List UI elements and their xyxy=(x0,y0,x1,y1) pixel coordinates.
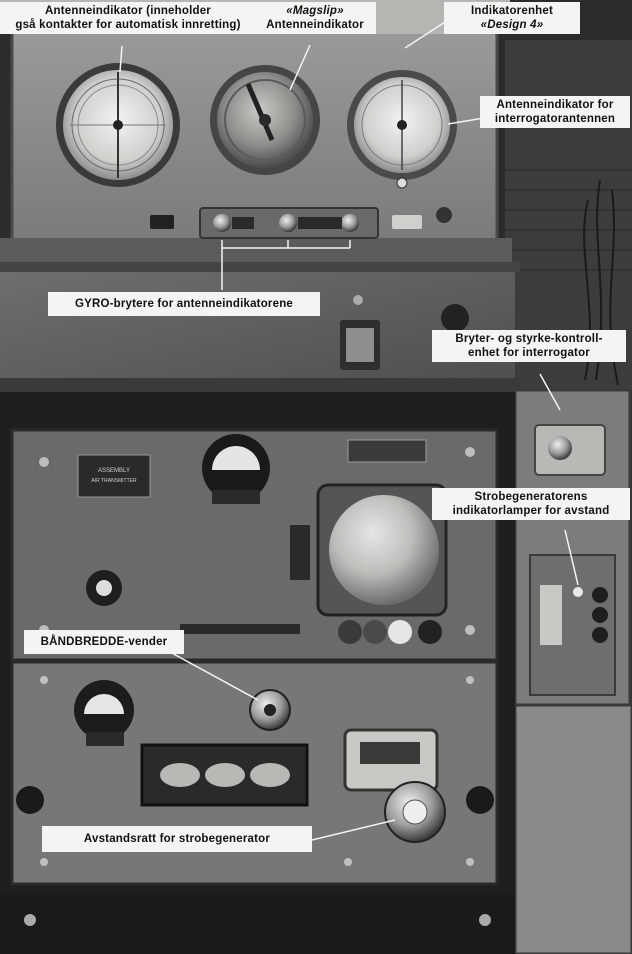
shelf-screw-2 xyxy=(441,304,469,332)
range-dial-window-inner xyxy=(360,742,420,764)
label-strobe-lamps: Strobegeneratorens indikatorlamper for a… xyxy=(432,488,630,520)
label-indicator-unit-line2: «Design 4» xyxy=(480,19,544,31)
tube-window-ovals xyxy=(160,763,290,787)
interrogator-antenna-dial xyxy=(347,70,457,189)
gyro-switch-3 xyxy=(341,214,359,232)
label-antenna-indicator: Antenneindikator (inneholder gså kontakt… xyxy=(0,2,256,34)
label-switch-control: Bryter- og styrke-kontroll- enhet for in… xyxy=(432,330,626,362)
nameplate-text-1: ASSEMBLY xyxy=(98,468,130,474)
label-interrogator-antenna-line2: interrogatorantennen xyxy=(494,113,616,125)
leader-lines xyxy=(119,21,579,841)
label-strobe-lamps-line2: indikatorlamper for avstand xyxy=(452,505,610,517)
range-crank xyxy=(466,786,494,814)
receiver-nameplate xyxy=(77,454,151,498)
label-gyro-switches-line1: GYRO-brytere for antenneindikatorene xyxy=(74,298,294,310)
receiver-slider xyxy=(180,624,300,634)
left-receiver-knob-center xyxy=(96,580,112,596)
receiver-nameplate-right xyxy=(347,439,427,463)
lower-right-cabinet xyxy=(513,703,632,954)
gyro-switch-2 xyxy=(279,214,297,232)
strobe-meter-base xyxy=(86,732,124,746)
label-bandwidth-line1: BÅNDBREDDE-vender xyxy=(40,636,168,648)
brick-pattern xyxy=(505,169,632,271)
receiver-meter-base xyxy=(212,490,260,504)
toggle-switch-plate xyxy=(290,525,310,580)
label-strobe-lamps-line1: Strobegeneratorens xyxy=(474,491,588,503)
label-gyro-switches: GYRO-brytere for antenneindikatorene xyxy=(48,292,320,316)
left-strobe-crank xyxy=(16,786,44,814)
label-bandwidth: BÅNDBREDDE-vender xyxy=(24,630,184,654)
nameplate-text-2: AIR TRANSMITTER xyxy=(91,478,137,484)
strobe-panel-lamp xyxy=(573,587,583,597)
gyro-switches xyxy=(213,214,359,232)
strobe-screws xyxy=(40,676,474,866)
middle-shelf-panel xyxy=(0,272,515,387)
bottom-screw-left xyxy=(24,914,36,926)
bandwidth-switch-center xyxy=(264,704,276,716)
label-antenna-indicator-line2: gså kontakter for automatisk innretting) xyxy=(15,19,241,31)
label-range-knob: Avstandsratt for strobegenerator xyxy=(42,826,312,852)
crt-controls xyxy=(338,620,442,644)
right-indicator-window xyxy=(392,215,422,229)
bottom-rail xyxy=(0,895,515,954)
label-magslip-line2: Antenneindikator xyxy=(266,19,364,31)
label-interrogator-antenna-line1: Antenneindikator for xyxy=(496,99,614,111)
corner-knob xyxy=(436,207,452,223)
bottom-screw-right xyxy=(479,914,491,926)
strobe-indicator-lamps xyxy=(592,587,608,643)
crt-screen xyxy=(329,495,439,605)
interrogator-control-knob xyxy=(548,436,572,460)
label-magslip-line1: «Magslip» xyxy=(286,5,344,17)
fuse-box-inner xyxy=(346,328,374,362)
strobe-meter-face xyxy=(84,694,124,714)
strobe-lamp-plate xyxy=(540,585,562,645)
label-magslip: «Magslip» Antenneindikator xyxy=(254,2,376,34)
label-range-knob-line1: Avstandsratt for strobegenerator xyxy=(83,833,271,845)
magslip-indicator-dial xyxy=(210,65,320,175)
gyro-switch-1 xyxy=(213,214,231,232)
left-indicator-window xyxy=(150,215,174,229)
label-indicator-unit: Indikatorenhet «Design 4» xyxy=(444,2,580,34)
label-antenna-indicator-line1: Antenneindikator (inneholder xyxy=(45,5,211,17)
label-switch-control-line2: enhet for interrogator xyxy=(468,347,590,359)
label-indicator-unit-line1: Indikatorenhet xyxy=(470,5,554,17)
indicator-unit-shelf xyxy=(0,262,520,272)
range-knob-center xyxy=(402,799,428,825)
antenna-indicator-dial xyxy=(56,63,180,187)
shelf-screw-1 xyxy=(353,295,363,305)
receiver-meter-face xyxy=(212,446,260,470)
shelf-rail xyxy=(0,378,520,392)
label-interrogator-antenna: Antenneindikator for interrogatorantenne… xyxy=(480,96,630,128)
label-switch-control-line1: Bryter- og styrke-kontroll- xyxy=(455,333,603,345)
